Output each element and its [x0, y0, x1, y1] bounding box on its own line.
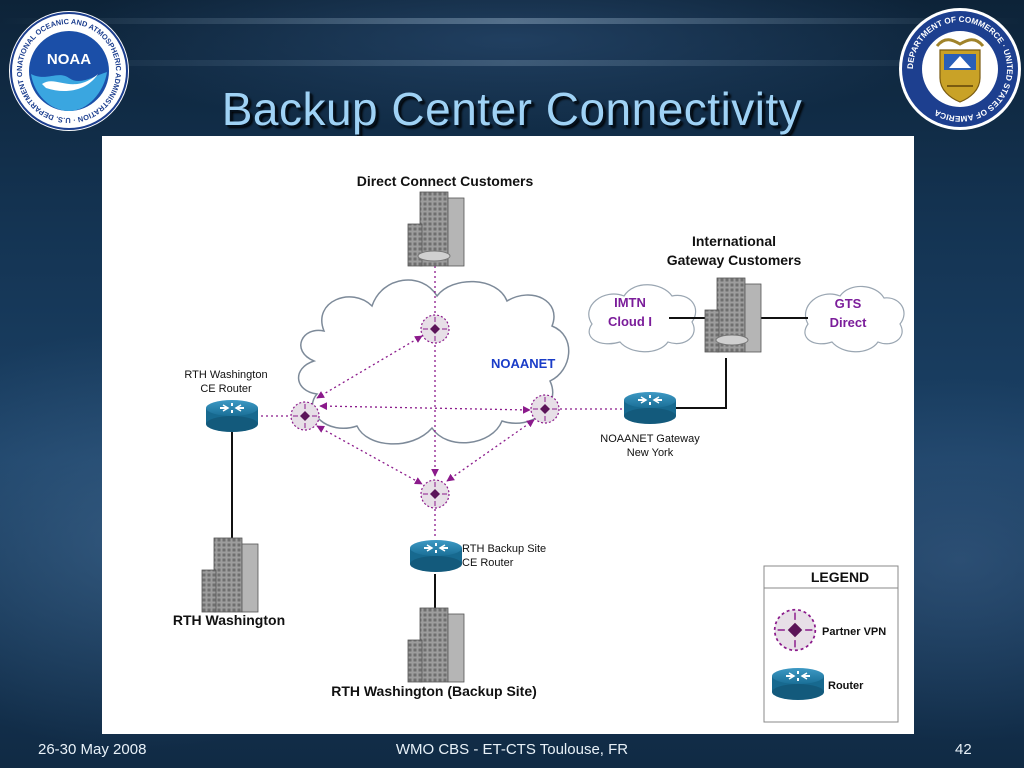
- building-icon-rth-backup: [407, 607, 465, 683]
- gateway-label-line1: NOAANET Gateway: [600, 433, 700, 445]
- legend-vpn-icon: [773, 608, 817, 652]
- noaa-logo-icon: NATIONAL OCEANIC AND ATMOSPHERIC ADMINIS…: [6, 8, 129, 131]
- vpn-node-left: [290, 401, 320, 431]
- vpn-node-right: [530, 394, 560, 424]
- direct-connect-label: Direct Connect Customers: [357, 173, 534, 189]
- noaanet-label: NOAANET: [491, 356, 555, 371]
- solid-links: [231, 317, 808, 610]
- router-icon-backup-site: [409, 539, 463, 573]
- intl-label-line2: Gateway Customers: [667, 252, 802, 268]
- commerce-seal-icon: DEPARTMENT OF COMMERCE · UNITED STATES O…: [899, 8, 1021, 130]
- rth-backup-label: RTH Washington (Backup Site): [331, 683, 537, 699]
- vpn-links: [256, 266, 624, 538]
- gts-cloud: [804, 285, 905, 353]
- gts-label-line1: GTS: [835, 296, 862, 311]
- imtn-label-line1: IMTN: [614, 295, 646, 310]
- network-diagram: NOAANET IMTN Cloud I GTS Direct Direct C…: [173, 173, 905, 723]
- gts-label-line2: Direct: [830, 315, 868, 330]
- router-icon-direct-connect: [417, 250, 451, 262]
- legend-router-label: Router: [828, 680, 864, 692]
- vpn-node-top: [420, 314, 450, 344]
- page-number: 42: [955, 741, 972, 758]
- router-icon-gateway: [623, 391, 677, 425]
- rth-washington-label: RTH Washington: [173, 612, 285, 628]
- diagram-panel: NOAANET IMTN Cloud I GTS Direct Direct C…: [102, 136, 914, 734]
- backup-router-label-line1: RTH Backup Site: [462, 543, 546, 555]
- imtn-cloud: [588, 284, 697, 353]
- backup-router-label-line2: CE Router: [462, 557, 514, 569]
- noaa-center-text: NOAA: [47, 51, 91, 68]
- footer-event: WMO CBS - ET-CTS Toulouse, FR: [395, 741, 629, 758]
- router-icon-international: [715, 334, 749, 346]
- building-icon-rth-washington: [201, 537, 259, 613]
- legend-title: LEGEND: [811, 569, 869, 585]
- legend-router-icon: [771, 667, 825, 701]
- intl-label-line1: International: [692, 233, 776, 249]
- rth-ce-label-line2: CE Router: [200, 383, 252, 395]
- legend-box: LEGEND Partner VPN Router: [763, 565, 899, 723]
- imtn-label-line2: Cloud I: [608, 314, 652, 329]
- rth-ce-label-line1: RTH Washington: [184, 369, 267, 381]
- slide-title: Backup Center Connectivity: [221, 83, 803, 135]
- legend-vpn-label: Partner VPN: [822, 626, 886, 638]
- footer-date: 26-30 May 2008: [38, 741, 147, 758]
- gateway-label-line2: New York: [627, 447, 674, 459]
- vpn-node-bottom: [420, 479, 450, 509]
- router-icon-rth-washington: [205, 399, 259, 433]
